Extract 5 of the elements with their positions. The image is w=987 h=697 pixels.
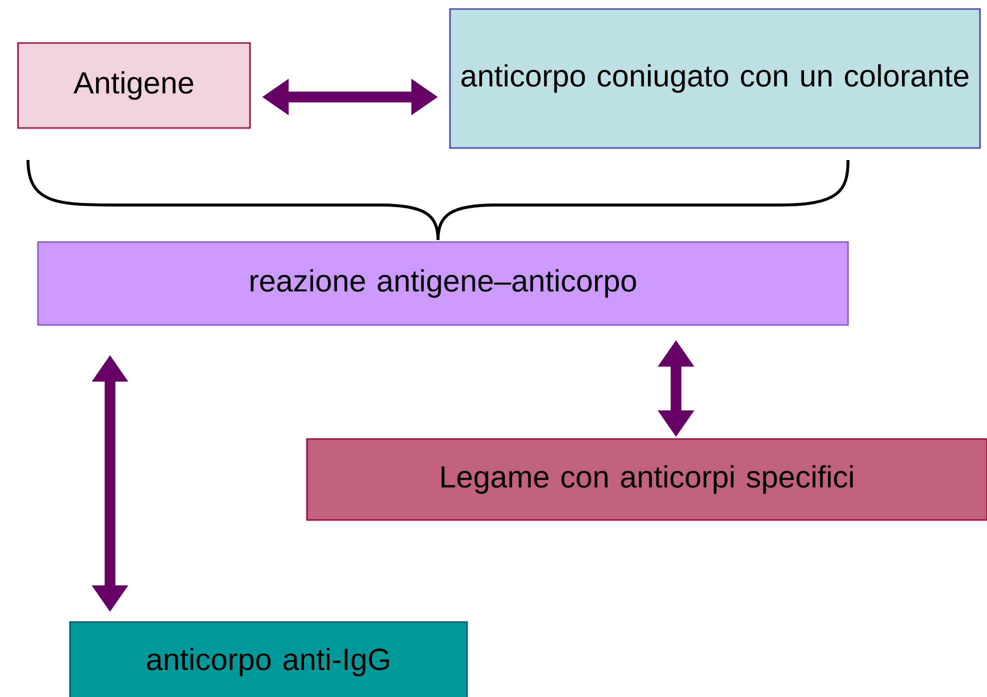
- text-box: Antigene: [17, 42, 251, 129]
- text-box: anticorpo anti-IgG: [69, 621, 468, 697]
- text-box: anticorpo coniugato con un colorante: [449, 8, 981, 149]
- text-box: Legame con anticorpi specifici: [306, 438, 987, 521]
- text-box: reazione antigene–anticorpo: [37, 241, 849, 326]
